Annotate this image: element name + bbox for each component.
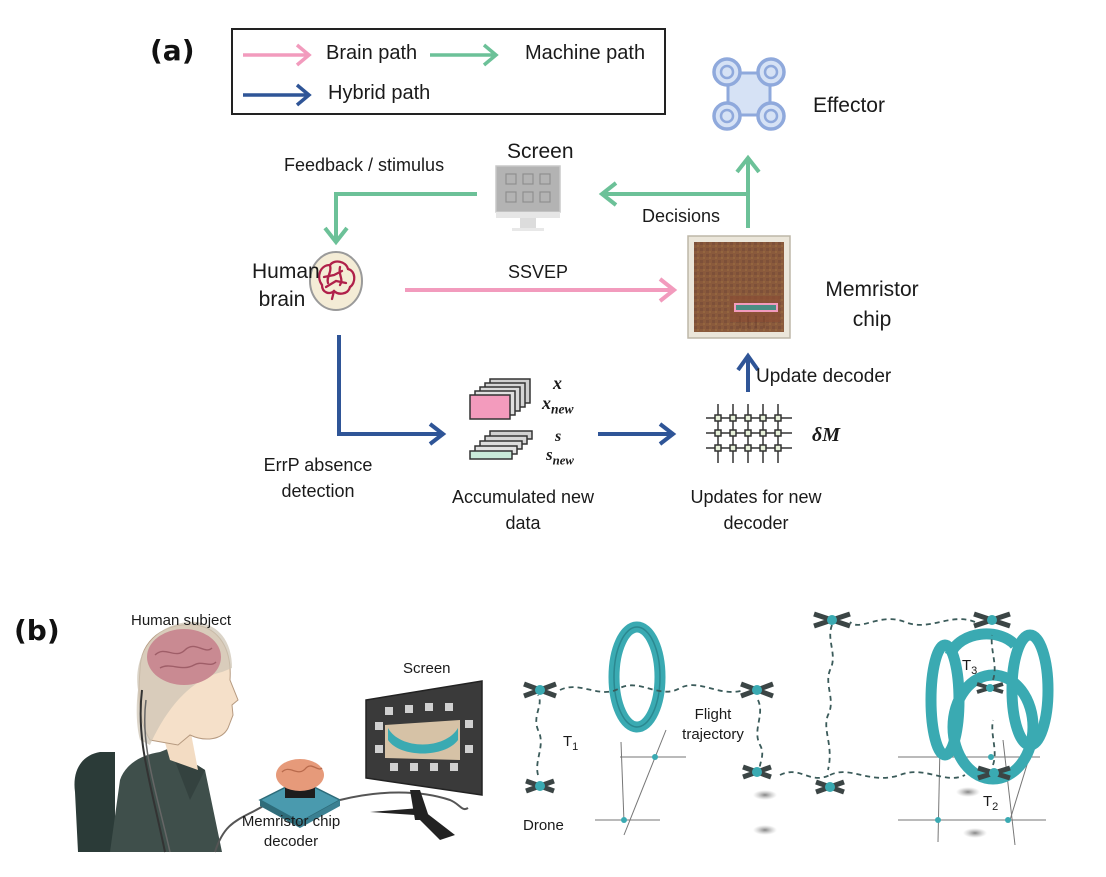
update-decoder-label: Update decoder <box>756 366 892 387</box>
chip-decoder-label-line1: Memristor chip <box>241 813 341 830</box>
math-x: x <box>553 373 562 393</box>
ssvep-arrow <box>405 277 678 303</box>
t2-label: T2 <box>983 793 998 813</box>
decisions-arrow <box>598 154 761 228</box>
legend-machine-arrow <box>430 43 499 67</box>
accumulate-to-update-arrow <box>598 422 677 446</box>
t3-base: T <box>962 657 972 674</box>
human-subject-illustration <box>74 621 266 853</box>
math-s-new: snew <box>546 445 574 468</box>
drone-icon <box>712 57 786 131</box>
math-s: s <box>555 428 562 445</box>
monitor-icon <box>495 165 561 231</box>
flight-trajectory-line1: Flight <box>694 706 732 723</box>
human-subject-label: Human subject <box>131 612 232 629</box>
math-x-new-sub: new <box>551 401 574 417</box>
brain-icon <box>309 251 363 311</box>
chip-decoder-label-line2: decoder <box>263 833 319 850</box>
math-s-new-base: s <box>546 445 553 464</box>
human-brain-label-line1: Human <box>252 260 320 283</box>
effector-label: Effector <box>813 94 885 117</box>
legend-hybrid-arrow <box>243 83 312 107</box>
ssvep-label: SSVEP <box>508 262 569 282</box>
crossbar-icon <box>706 404 792 463</box>
t2-sub: 2 <box>992 801 999 813</box>
t1-base: T <box>563 733 573 750</box>
memristor-chip-label-line1: Memristor <box>825 278 919 301</box>
decisions-label: Decisions <box>642 206 721 226</box>
errp-label-line2: detection <box>281 481 355 501</box>
updates-label-line2: decoder <box>723 513 789 533</box>
t2-base: T <box>983 793 993 810</box>
flight-trajectory-label: Flight trajectory <box>672 705 754 745</box>
legend-machine-label: Machine path <box>525 42 646 64</box>
accumulated-label: Accumulated new data <box>423 484 623 536</box>
legend: Brain path Machine path Hybrid path <box>231 28 666 115</box>
screen-illustration <box>365 680 483 840</box>
chip-icon <box>687 235 791 339</box>
panel-b-label: (b) <box>14 614 60 647</box>
human-brain-label-line2: brain <box>258 288 306 311</box>
errp-arrow <box>337 335 447 446</box>
feedback-arrow <box>323 192 477 246</box>
flight-scene <box>523 611 1054 846</box>
math-s-new-sub: new <box>552 453 574 468</box>
errp-label-line1: ErrP absence <box>263 455 373 475</box>
flight-trajectory-line2: trajectory <box>682 726 744 743</box>
screen-b-label: Screen <box>403 660 451 677</box>
chip-decoder-illustration <box>258 759 469 828</box>
screen-label: Screen <box>507 140 574 163</box>
updates-label: Updates for new decoder <box>656 484 856 536</box>
t3-label: T3 <box>962 657 977 677</box>
legend-arrows <box>243 43 499 107</box>
drone-label: Drone <box>523 817 564 834</box>
t3-sub: 3 <box>971 665 978 677</box>
update-decoder-arrow <box>736 352 760 392</box>
memristor-chip-label-line2: chip <box>852 308 892 331</box>
updates-label-line1: Updates for new <box>690 487 822 507</box>
accumulated-label-line2: data <box>505 513 541 533</box>
legend-brain-arrow <box>243 43 312 67</box>
math-x-new: xnew <box>542 393 574 418</box>
data-stack-icon <box>469 378 533 460</box>
math-delta-m: δM <box>812 424 841 446</box>
drone-marker <box>523 611 1011 795</box>
legend-brain-label: Brain path <box>326 42 418 64</box>
chip-decoder-label: Memristor chip decoder <box>226 812 356 852</box>
feedback-label: Feedback / stimulus <box>284 155 445 175</box>
t1-label: T1 <box>563 733 578 753</box>
human-brain-label: Human brain <box>252 258 320 314</box>
math-x-new-base: x <box>542 393 551 413</box>
accumulated-label-line1: Accumulated new <box>451 487 595 507</box>
errp-label: ErrP absence detection <box>238 452 398 504</box>
legend-hybrid-label: Hybrid path <box>328 82 431 104</box>
memristor-chip-label: Memristor chip <box>807 275 937 335</box>
panel-a-label: (a) <box>150 34 195 67</box>
t1-sub: 1 <box>572 741 579 753</box>
